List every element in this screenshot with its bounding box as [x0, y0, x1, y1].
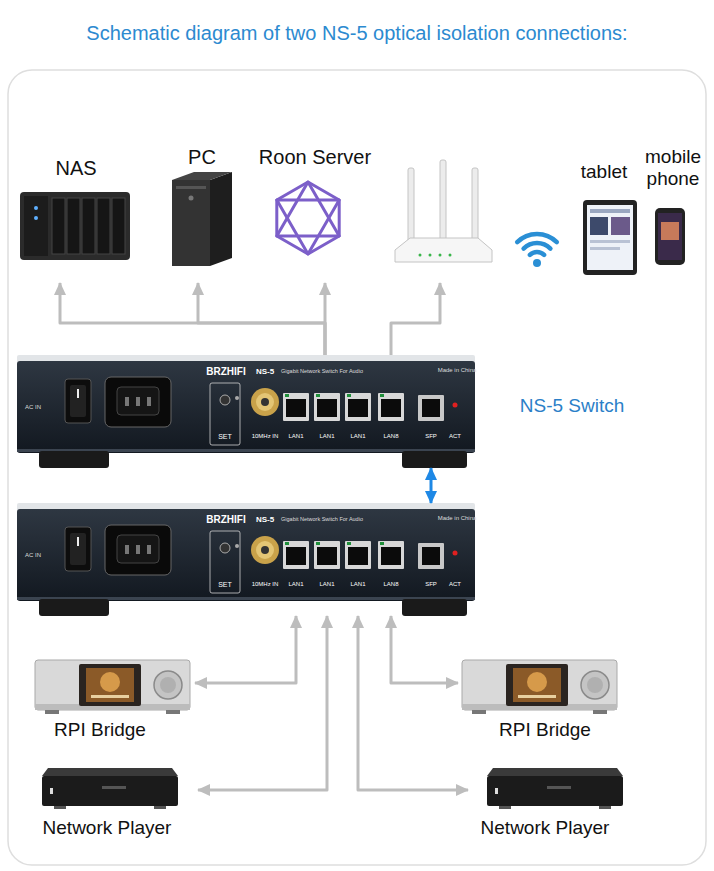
panel-label: ACT: [443, 581, 467, 588]
ethernet-cable: [60, 283, 325, 355]
panel-label: SET: [213, 581, 237, 589]
port-label: LAN8: [378, 433, 404, 440]
model-label: NS-5: [250, 367, 280, 376]
panel-label: AC IN: [20, 404, 46, 411]
player-device: Network Player: [468, 760, 633, 845]
ethernet-cable: [198, 616, 327, 790]
ethernet-cable: [195, 616, 296, 683]
port-label: LAN1: [314, 581, 340, 588]
bridge-device: RPI Bridge: [458, 652, 623, 744]
port-label: SFP: [419, 581, 443, 588]
port-label: LAN8: [378, 581, 404, 588]
port-label: LAN1: [345, 433, 371, 440]
ethernet-cable: [358, 616, 468, 790]
panel-label: AC IN: [20, 552, 46, 559]
player-device: Network Player: [28, 760, 198, 845]
panel-label: 10MHz IN: [245, 581, 285, 588]
nas-device: NAS: [15, 155, 135, 283]
panel-label: Gigabit Network Switch For Audio: [272, 368, 372, 374]
panel-label: Made in China: [432, 515, 482, 522]
bridge-device: RPI Bridge: [30, 652, 195, 744]
device-label: RPI Bridge: [20, 719, 180, 741]
diagram-title: Schematic diagram of two NS-5 optical is…: [0, 22, 714, 46]
port-label: LAN1: [345, 581, 371, 588]
panel-label: ACT: [443, 433, 467, 440]
device-label: Roon Server: [245, 146, 385, 170]
fiber-link: [430, 468, 433, 503]
brand-label: BRZHIFI: [196, 366, 256, 378]
brand-label: BRZHIFI: [196, 514, 256, 526]
pc-device: PC: [165, 143, 240, 283]
port-label: LAN1: [283, 581, 309, 588]
port-label: LAN1: [283, 433, 309, 440]
port-label: SFP: [419, 433, 443, 440]
ethernet-cable: [324, 283, 327, 355]
panel-label: SET: [213, 433, 237, 441]
network-switch: BRZHIFINS-5Gigabit Network Switch For Au…: [17, 503, 475, 616]
tablet-device: tablet: [572, 158, 640, 280]
router-device: [390, 160, 495, 283]
device-label: Network Player: [22, 817, 192, 839]
network-switch: BRZHIFINS-5Gigabit Network Switch For Au…: [17, 355, 475, 468]
panel-label: 10MHz IN: [245, 433, 285, 440]
device-label: RPI Bridge: [465, 719, 625, 741]
switch-name: NS-5 Switch: [497, 395, 647, 417]
device-label: Network Player: [460, 817, 630, 839]
device-label: tablet: [569, 161, 639, 183]
server-device: Roon Server: [250, 143, 385, 283]
device-label: PC: [165, 146, 240, 170]
port-label: LAN1: [314, 433, 340, 440]
panel-label: Made in China: [432, 367, 482, 374]
ethernet-cable: [391, 283, 440, 355]
ethernet-cable: [391, 616, 458, 683]
device-label: NAS: [16, 157, 136, 181]
model-label: NS-5: [250, 515, 280, 524]
phone-device: mobile phone: [640, 143, 706, 268]
device-label: mobile phone: [640, 146, 706, 191]
ethernet-cable: [198, 283, 325, 355]
panel-label: Gigabit Network Switch For Audio: [272, 516, 372, 522]
